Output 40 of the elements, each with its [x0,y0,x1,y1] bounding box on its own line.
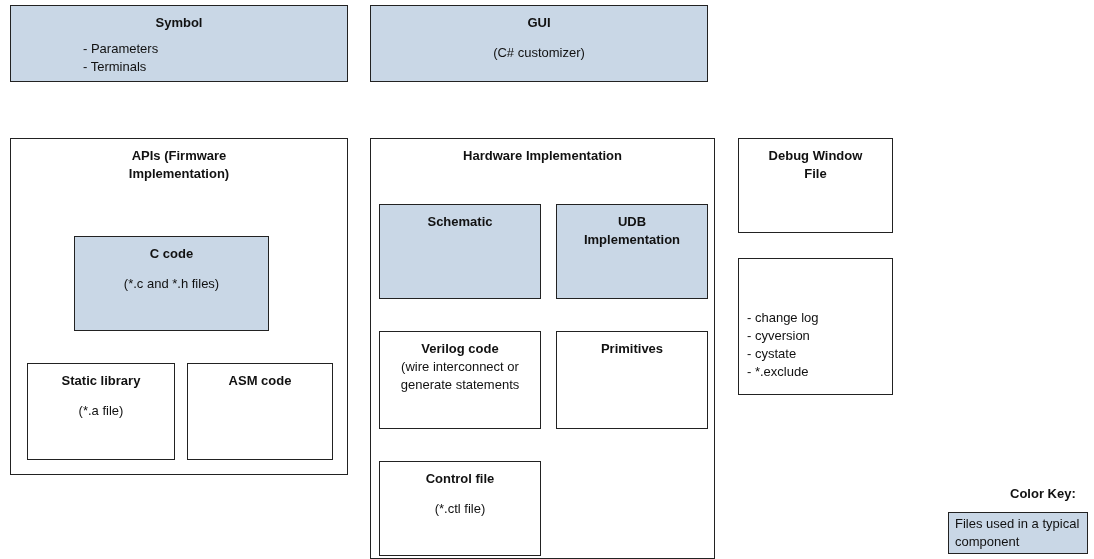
box-heading: Schematic [426,213,494,231]
component-box [187,363,333,460]
box-text: (*.c and *.h files) [122,275,221,293]
box-heading: Primitives [599,340,665,358]
component-box [379,461,541,556]
box-heading: ASM code [227,372,293,390]
component-box [370,5,708,82]
component-box [379,331,541,429]
box-heading: Control file [424,470,496,488]
box-heading: Symbol [154,14,204,32]
component-box [738,138,893,233]
list-item: - Parameters [83,40,160,58]
box-text: (wire interconnect or generate statements [399,358,521,394]
legend-text: Files used in a typical component [955,516,1080,549]
component-box [10,138,348,475]
component-box [556,204,708,299]
component-box [10,5,348,82]
list-item: - change log [747,309,820,327]
box-heading: Static library [60,372,142,390]
box-heading: Verilog code [420,340,500,358]
box-heading: APIs (Firmware Implementation) [127,147,231,183]
box-heading: UDB Implementation [582,213,682,249]
box-heading: C code [148,245,195,263]
list-item: - *.exclude [747,363,810,381]
component-box [370,138,715,559]
list-item: - cystate [747,345,798,363]
list-item: - cyversion [747,327,811,345]
box-heading: Debug Window File [767,147,864,183]
legend-title: Color Key: [1010,486,1076,501]
box-text: (*.ctl file) [433,500,487,518]
box-text: (C# customizer) [492,44,586,62]
component-box [556,331,708,429]
component-box [27,363,175,460]
box-heading: Hardware Implementation [462,147,623,165]
component-box [738,258,893,395]
box-heading: GUI [526,14,552,32]
box-text: (*.a file) [77,402,125,420]
list-item: - Terminals [83,58,148,76]
component-box [74,236,269,331]
component-box [379,204,541,299]
